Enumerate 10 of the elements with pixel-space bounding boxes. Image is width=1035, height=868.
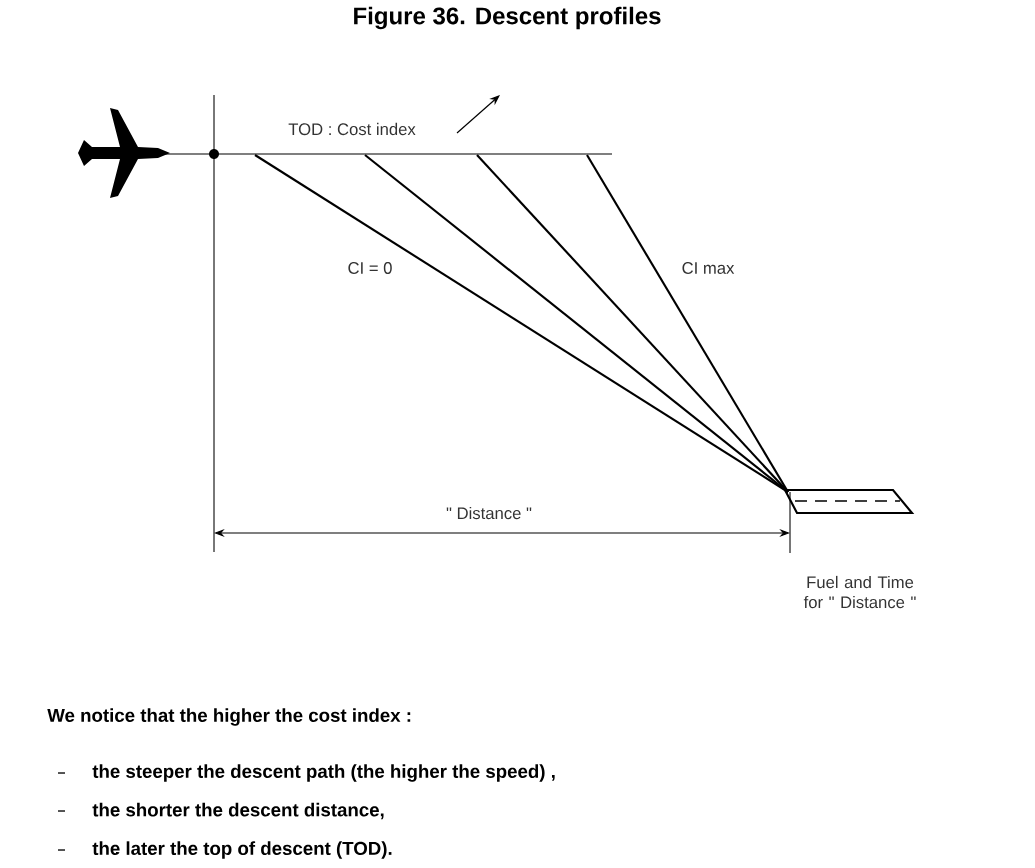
- bullet-item: the shorter the descent distance,: [92, 802, 384, 820]
- bullet-item: the steeper the descent path (the higher the speed) ,: [92, 764, 555, 782]
- diagram-label: Fuel and Time for " Distance ": [803, 575, 916, 609]
- diagram-label: CI = 0: [348, 262, 392, 274]
- diagram-label: CI max: [682, 262, 735, 274]
- diagram-label: " Distance ": [446, 506, 532, 520]
- diagram-label: TOD : Cost index: [288, 122, 416, 136]
- note-text: We notice that the higher the cost index :: [47, 708, 411, 726]
- bullet-item: the later the top of descent (TOD).: [92, 841, 392, 859]
- title: Figure 36. Descent profiles: [354, 6, 661, 30]
